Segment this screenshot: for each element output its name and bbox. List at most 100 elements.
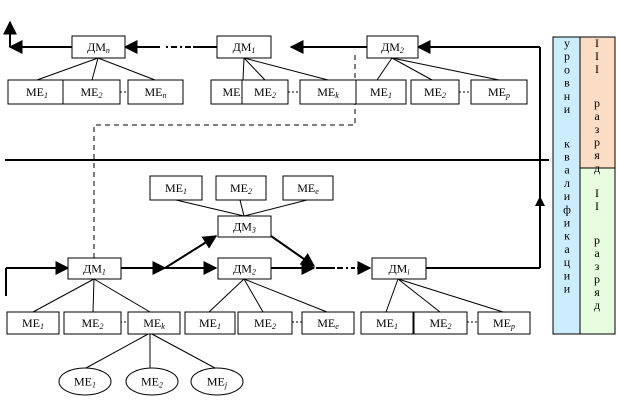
top-dm2-me-3-label: МЕp bbox=[488, 85, 510, 100]
top-dmn-me-2-label: МЕ2 bbox=[81, 85, 103, 100]
top-dm-1-shape bbox=[216, 35, 272, 59]
top-dm-2: ДМ2 bbox=[366, 35, 419, 59]
top-dmn-me-1: МЕ1 bbox=[7, 79, 67, 105]
top-dmn-me-3-label: МЕn bbox=[145, 85, 167, 100]
bottom-dm-3-shape bbox=[217, 215, 272, 238]
bottom-dm3-me-2-label: МЕ2 bbox=[230, 181, 252, 196]
top-dm-2-label: ДМ2 bbox=[381, 40, 404, 55]
top-dmn-me-1-label: МЕ1 bbox=[26, 85, 48, 100]
bottom-dm2-me-1: МЕ1 bbox=[184, 311, 236, 335]
bottom-dmi-me-2-shape bbox=[413, 311, 468, 335]
bottom-dm2-me-1-shape bbox=[184, 311, 236, 335]
bottom-dmi-me-3-shape bbox=[477, 311, 531, 335]
bottom-dm2-me-2: МЕ2 bbox=[237, 311, 293, 335]
bottom-dm3-me-3-label: МЕe bbox=[297, 181, 319, 196]
top-dm-n-label: ДМn bbox=[87, 40, 110, 55]
top-dmn-me-1-shape bbox=[7, 79, 67, 105]
bottom-dm1-me-2-shape bbox=[63, 311, 122, 335]
top-dmn-me-2: МЕ2 bbox=[62, 79, 121, 105]
bottom-dm1-me-3: МЕk bbox=[127, 311, 181, 335]
bottom-dm-2-label: ДМ2 bbox=[233, 262, 256, 277]
bottom-dm3-me-2-shape bbox=[215, 175, 267, 201]
top-dm1-me-3-label: МЕk bbox=[317, 85, 339, 100]
bottom-dm1-me-3-shape bbox=[127, 311, 181, 335]
top-dm1-me-3: МЕk bbox=[299, 79, 357, 105]
bottom-dm2-me-2-label: МЕ2 bbox=[254, 316, 276, 331]
top-dmn-me-3-shape bbox=[127, 79, 184, 105]
bottom-mek-child-3: МЕj bbox=[190, 367, 244, 396]
bottom-dm-i-shape bbox=[371, 257, 427, 280]
bottom-dmi-me-3: МЕp bbox=[477, 311, 531, 335]
bottom-mek-child-1: МЕ1 bbox=[58, 367, 112, 396]
bottom-row-connectors bbox=[5, 160, 545, 369]
bottom-mek-child-1-label: МЕ1 bbox=[74, 375, 96, 390]
top-dm2-me-2: МЕ2 bbox=[410, 79, 460, 105]
top-dm-2-shape bbox=[366, 35, 419, 59]
bottom-dm3-me-1-shape bbox=[149, 175, 203, 201]
top-dm2-me-2-shape bbox=[410, 79, 460, 105]
top-dm2-me-3-shape bbox=[470, 79, 528, 105]
bottom-mek-child-2: МЕ2 bbox=[125, 367, 179, 396]
top-dm-n: ДМn bbox=[71, 35, 126, 59]
bottom-dm-1-shape bbox=[67, 257, 122, 280]
top-dm1-me-2-label: МЕ2 bbox=[254, 85, 276, 100]
bottom-dmi-me-2-label: МЕ2 bbox=[430, 316, 452, 331]
top-dm-n-shape bbox=[71, 35, 126, 59]
top-dm1-me-2: МЕ2 bbox=[241, 79, 289, 105]
bottom-mek-child-2-label: МЕ2 bbox=[141, 375, 163, 390]
top-dm2-me-1-shape bbox=[355, 79, 407, 105]
top-dm-1-label: ДМ1 bbox=[233, 40, 256, 55]
bottom-dmi-me-1-shape bbox=[360, 311, 414, 335]
top-dm2-me-1-label: МЕ1 bbox=[370, 85, 392, 100]
bottom-dm1-me-1: МЕ1 bbox=[6, 311, 60, 335]
bottom-dmi-me-2: МЕ2 bbox=[413, 311, 468, 335]
bottom-dm3-me-1: МЕ1 bbox=[149, 175, 203, 201]
bottom-dm2-me-1-label: МЕ1 bbox=[199, 316, 221, 331]
bottom-dmi-me-1-label: МЕ1 bbox=[376, 316, 398, 331]
bottom-dm1-me-2-label: МЕ2 bbox=[82, 316, 104, 331]
top-dm1-me-3-shape bbox=[299, 79, 357, 105]
bottom-dm-1-label: ДМ1 bbox=[83, 262, 106, 277]
bottom-mek-child-1-shape bbox=[58, 367, 112, 396]
top-dm-1: ДМ1 bbox=[216, 35, 272, 59]
bottom-dm1-me-1-label: МЕ1 bbox=[22, 316, 44, 331]
top-row-connectors bbox=[2, 20, 541, 258]
bottom-dmi-me-1: МЕ1 bbox=[360, 311, 414, 335]
bottom-dm1-me-2: МЕ2 bbox=[63, 311, 122, 335]
diagram-nodes: ДМnДМ1ДМ2МЕ1МЕ2МЕnМЕ1МЕ2МЕkМЕ1МЕ2МЕpДМ1Д… bbox=[6, 35, 531, 396]
top-dmn-me-3: МЕn bbox=[127, 79, 184, 105]
bottom-mek-child-3-label: МЕj bbox=[207, 375, 228, 390]
bottom-dm-i-label: ДМi bbox=[388, 262, 409, 277]
bottom-mek-child-3-shape bbox=[190, 367, 244, 396]
bottom-dm-i: ДМi bbox=[371, 257, 427, 280]
bottom-dm3-me-3: МЕe bbox=[282, 175, 334, 201]
top-dm2-me-1: МЕ1 bbox=[355, 79, 407, 105]
rank2-cell bbox=[579, 167, 616, 335]
bottom-dm3-me-3-shape bbox=[282, 175, 334, 201]
bottom-dm2-me-2-shape bbox=[237, 311, 293, 335]
bottom-dm2-me-3: МЕe bbox=[301, 311, 355, 335]
top-dm2-me-2-label: МЕ2 bbox=[424, 85, 446, 100]
top-dmn-me-2-shape bbox=[62, 79, 121, 105]
bottom-dm-2-shape bbox=[217, 257, 272, 280]
bottom-dm1-me-1-shape bbox=[6, 311, 60, 335]
bottom-dm3-me-2: МЕ2 bbox=[215, 175, 267, 201]
rank3-cell bbox=[579, 36, 616, 169]
bottom-dm1-me-3-label: МЕk bbox=[143, 316, 165, 331]
bottom-dm2-me-3-shape bbox=[301, 311, 355, 335]
bottom-mek-child-2-shape bbox=[125, 367, 179, 396]
bottom-dm-3-label: ДМ3 bbox=[233, 220, 256, 235]
bottom-dm2-me-3-label: МЕe bbox=[317, 316, 339, 331]
top-dm1-me-2-shape bbox=[241, 79, 289, 105]
bottom-dm-3: ДМ3 bbox=[217, 215, 272, 238]
bottom-dmi-me-3-label: МЕp bbox=[493, 316, 515, 331]
bottom-dm-2: ДМ2 bbox=[217, 257, 272, 280]
bottom-dm-1: ДМ1 bbox=[67, 257, 122, 280]
top-dm2-me-3: МЕp bbox=[470, 79, 528, 105]
